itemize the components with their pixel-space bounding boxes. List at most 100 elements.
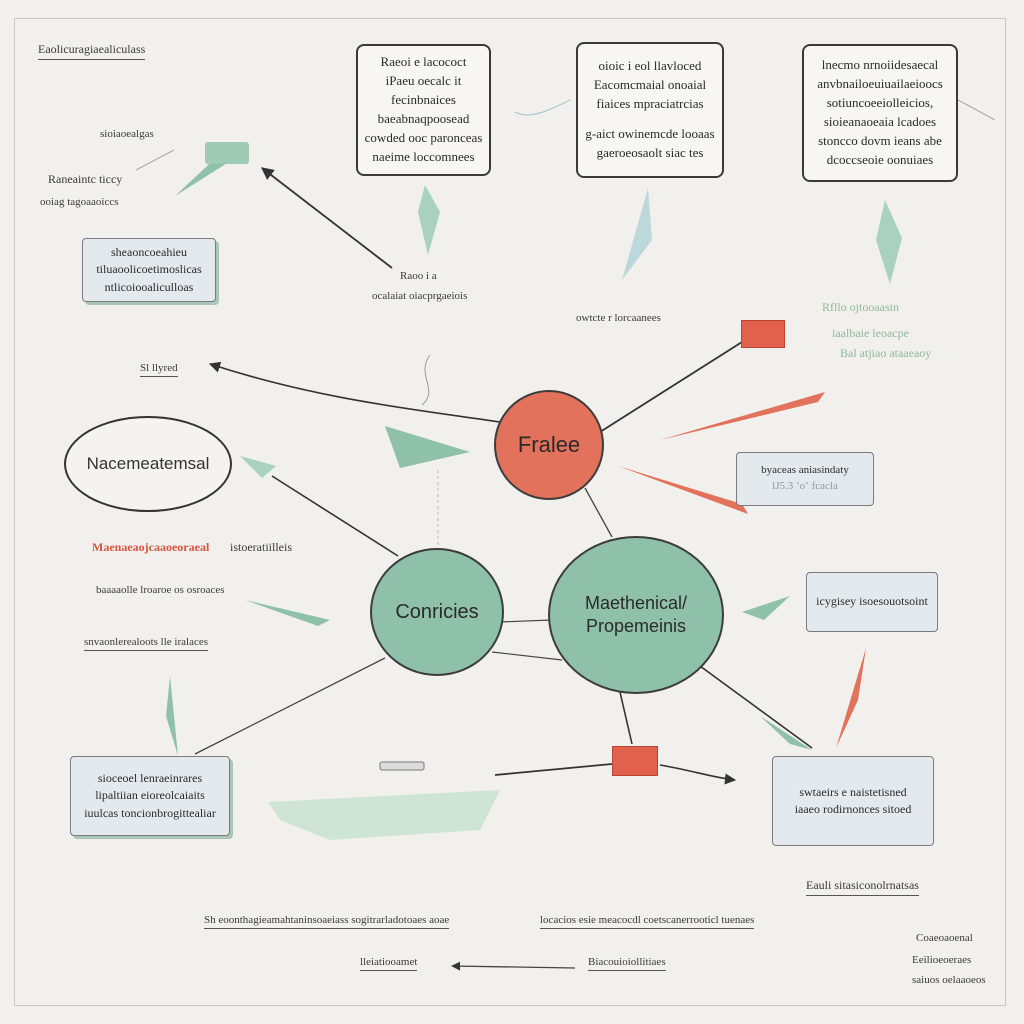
right-lower-box[interactable]: icygisey isoesouotsoint <box>806 572 938 632</box>
top-box-3-line: dcoccseoie oonuiaes <box>826 151 934 167</box>
link-centers-top <box>499 619 553 623</box>
left-bottom-box[interactable]: sioceoel lenraeinrares lipaltiian eioreo… <box>70 756 230 836</box>
note-green-2: iaalbaie leoacpe <box>832 326 909 340</box>
top-box-1-line: cowded ooc paronceas <box>364 129 483 145</box>
link-centers-bottom <box>491 651 563 661</box>
link-core-right-center <box>584 487 613 538</box>
top-box-2-line: fiaices mpraciatrcias <box>596 95 704 111</box>
page-frame <box>14 18 1006 1006</box>
top-box-1-line: naeime loccomnees <box>372 148 475 164</box>
top-box-3-line: stoncco dovm ieans abe <box>818 132 942 148</box>
note-bottom-4: Biacouioiollitiaes <box>588 956 666 971</box>
right-center-node-label-1: Maethenical/ <box>584 592 688 613</box>
core-node-label: Fralee <box>517 432 581 457</box>
link-left-center-bottom-left <box>194 657 386 755</box>
link-faint-right-top <box>957 99 996 121</box>
coral-stroke-3 <box>836 648 866 748</box>
top-box-2-line: oioic i eol llavloced <box>598 57 702 73</box>
sage-stroke-2 <box>245 600 330 626</box>
sage-stroke-5 <box>760 716 812 750</box>
note-bottom-1: Sh eoonthagieamahtaninsoaeiass sogitrarl… <box>204 914 450 929</box>
link-top-left-arrow <box>261 167 393 269</box>
link-core-left-label <box>208 361 501 423</box>
link-ellipse-left-center <box>271 475 399 557</box>
right-mid-box-line: byaceas aniasindaty <box>761 464 849 477</box>
top-box-1-line: fecinbnaices <box>391 92 456 108</box>
right-bottom-box[interactable]: swtaeirs e naistetisned iaaeo rodirnonce… <box>772 756 934 846</box>
note-left-mid1: baaaaolle lroaroe os osroaces <box>96 584 225 596</box>
coral-tag-top <box>741 320 785 348</box>
sage-leaf-2 <box>622 188 652 280</box>
sage-swash <box>268 790 500 840</box>
left-bottom-box-line: sioceoel lenraeinrares <box>97 770 203 785</box>
right-center-node-label-2: Propemeinis <box>585 616 687 636</box>
right-bottom-box-line: swtaeirs e naistetisned <box>799 784 907 799</box>
top-box-2-line: gaeroeosaolt siac tes <box>596 145 704 161</box>
right-lower-box-line: icygisey isoesouotsoint <box>816 594 928 609</box>
top-box-2-line: Eacomcmaial onoaial <box>593 76 707 92</box>
top-box-1[interactable]: Raeoi e lacococt iPaeu oecalc it fecinbn… <box>356 44 491 176</box>
link-right-center-tag <box>619 691 633 745</box>
link-bottom-tag-left <box>494 763 613 776</box>
left-bottom-box-line: iuulcas toncionbrogittealiar <box>84 805 216 820</box>
left-top-box-line: tiluaoolicoetimoslicas <box>96 262 202 277</box>
left-top-box-line: sheaoncoeahieu <box>111 244 187 259</box>
note-red-line: Maenaeaojcaaoeoraeal <box>92 540 210 554</box>
ellipse-node-label: Nacemeatemsal <box>86 454 210 473</box>
top-box-3[interactable]: lnecmo nrnoiidesaecal anvbnailoeuiuailae… <box>802 44 958 182</box>
top-box-2[interactable]: oioic i eol llavloced Eacomcmaial onoaia… <box>576 42 724 178</box>
top-box-1-line: iPaeu oecalc it <box>385 73 462 89</box>
note-red-line-tail: istoeratiilleis <box>230 540 292 554</box>
link-faint-top <box>514 99 571 116</box>
note-bottom-3: lleiatiooamet <box>360 956 418 971</box>
left-top-box[interactable]: sheaoncoeahieu tiluaoolicoetimoslicas nt… <box>82 238 216 302</box>
top-box-1-line: baeabnaqpoosead <box>377 111 470 126</box>
link-core-tag <box>599 341 743 433</box>
top-left-heading: Eaolicuragiaealiculass <box>38 42 146 60</box>
note-bottom-2: locacios esie meacocdl coetscanerrooticl… <box>540 914 755 929</box>
note-green-3: Bal atjiao ataaeaoy <box>840 346 932 360</box>
left-center-node-label: Conricies <box>395 600 479 623</box>
note-green-1: Rfllo ojtooaasin <box>822 300 899 314</box>
core-node[interactable]: Fralee <box>494 390 604 500</box>
sage-stroke-6 <box>385 426 470 468</box>
coral-stroke-1 <box>660 392 825 440</box>
sage-leaf-4 <box>240 456 276 478</box>
note-left-mid2: snvaonlerealoots lle iralaces <box>84 636 209 651</box>
link-bottom-arrow <box>451 961 576 971</box>
right-center-node[interactable]: Maethenical/ Propemeinis <box>548 536 724 694</box>
link-faint-left-top <box>135 149 175 171</box>
right-bottom-box-line: iaaeo rodirnonces sitoed <box>794 802 912 816</box>
note-bottom-right-heading: Eauli sitasiconolrnatsas <box>806 878 919 896</box>
top-box-3-line: lnecmo nrnoiidesaecal <box>821 57 939 73</box>
coral-stroke-2 <box>618 466 748 514</box>
top-box-3-line: anvbnailoeuiuailaeioocs <box>817 76 943 92</box>
left-center-node[interactable]: Conricies <box>370 548 504 676</box>
coral-tag-bottom <box>612 746 658 776</box>
note-left-small: Sl llyred <box>140 362 178 377</box>
top-box-1-line: Raeoi e lacococt <box>380 54 467 70</box>
note-tl1: sioiaoealgas <box>100 128 154 140</box>
sage-leaf-3 <box>876 200 902 284</box>
note-under-box1b: ocalaiat oiacprgaeiois <box>372 290 468 302</box>
top-box-2-line: g-aict owinemcde looaas <box>585 126 715 142</box>
sage-leaf-1 <box>418 185 440 255</box>
sage-chip <box>205 142 249 164</box>
top-box-3-line: sioieanaoeaia lcadoes <box>823 114 937 129</box>
link-bottom-tag-arrow <box>659 764 737 785</box>
sage-stroke-3 <box>166 676 178 756</box>
left-top-box-line: ntlicoiooaliculloas <box>104 279 194 294</box>
strip-gray <box>379 761 425 771</box>
note-br-3: saiuos oelaaoeos <box>912 974 986 986</box>
link-squiggle <box>421 354 431 406</box>
left-bottom-box-line: lipaltiian eioreolcaiaits <box>95 788 205 803</box>
right-mid-box[interactable]: byaceas aniasindaty lJ5.3 ʼoʼ fcacla <box>736 452 874 506</box>
note-tl3: ooiag tagoaaoiccs <box>40 196 119 208</box>
sage-stroke-4 <box>742 596 790 620</box>
note-br-1: Coaeoaoenal <box>916 932 973 944</box>
ellipse-node[interactable]: Nacemeatemsal <box>64 416 232 512</box>
note-under-box1: Raoo i a <box>400 270 437 282</box>
note-under-box2: owtcte r lorcaanees <box>576 312 661 324</box>
